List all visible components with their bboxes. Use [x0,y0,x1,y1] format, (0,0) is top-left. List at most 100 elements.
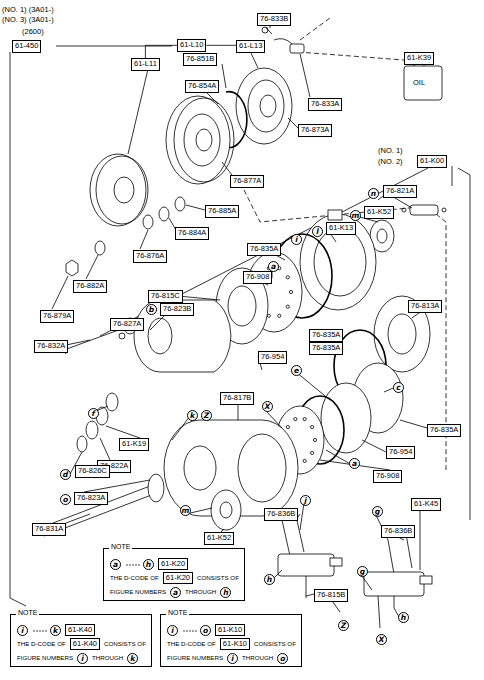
part-number-box: 76-836B [381,525,415,538]
compressor-rear [238,434,286,502]
callout-letter-text: X [379,635,385,644]
callout-letter: i [291,234,302,245]
part-number: 61-K20 [166,573,190,582]
part-number: 76-815C [151,291,180,300]
part-number-box: 61-K13 [326,222,356,235]
callout-letter: Z [201,410,212,421]
part-number: 76-813A [411,301,439,310]
service-valves [278,554,334,576]
callout-letter: b [146,304,157,315]
part-number-box: 61-K52 [364,206,394,219]
part-number: 76-836B [384,526,412,535]
callout-letter: f [88,408,99,419]
compressor-front [410,205,438,215]
dot-leader [138,564,139,565]
thermal-switch [290,44,304,53]
service-valves [364,572,424,596]
part-number-box: 61-K10 [220,638,250,651]
callout-letter-text: i [171,626,174,635]
dot-leader [39,630,40,631]
note-text: THE D-CODE OF [167,640,216,647]
callout-letter-text: b [149,305,154,314]
dot-leader [132,564,133,565]
bracket-line [206,45,236,46]
part-number-box: 61-K40 [65,624,95,637]
part-number-box: 76-821A [383,185,417,198]
part-number: 76-851B [186,54,214,63]
note-text: THROUGH [242,654,273,661]
compressor-front [289,290,292,293]
clutch-parts [143,215,153,229]
note-text: FIGURE NUMBERS [110,588,166,595]
callout-letter-text: X [265,402,271,411]
compressor-rear [303,417,306,420]
part-number: 61-K19 [122,439,146,448]
part-number: 76-854A [188,81,216,90]
callout-letter-text: a [113,560,118,569]
clutch-parts [96,156,148,224]
callout-letter: n [368,188,379,199]
bracket-line [145,45,177,58]
part-number-box: 61-K40 [70,638,100,651]
part-number-box: 76-815B [314,589,348,602]
part-number: 76-835A [250,244,278,253]
callout-letter-text: a [173,588,178,597]
note-text: CONSISTS OF [254,640,296,647]
compressor-rear [303,459,306,462]
compressor-rear [311,451,314,454]
note-text: THROUGH [185,588,216,595]
shaft-seal [77,436,87,452]
part-number: 61-K10 [218,625,242,634]
part-number: 61-K52 [207,533,231,542]
part-number: 76-835A [312,343,340,352]
dot-leader [186,630,187,631]
callout-letter-text: o [203,626,208,635]
compressor-front [148,318,172,354]
service-valves [420,576,432,584]
clutch-parts [66,68,292,276]
part-number: 76-833A [311,99,339,108]
part-number: 76-832A [37,341,65,350]
clutch-parts [114,177,134,203]
callout-letter-text: e [294,366,299,375]
service-valves [278,516,432,628]
note-heading: NOTE [109,543,132,551]
part-number-box: 76-908 [243,271,272,284]
part-number-box: 76-908 [373,470,402,483]
part-number-box: 61-L13 [236,40,265,53]
callout-letter-text: d [63,470,68,479]
part-number-box: 76-836B [264,508,298,521]
part-number-box: 76-851B [183,53,217,66]
part-number: 76-879A [43,311,71,320]
part-number: 76-884A [178,228,206,237]
part-number-box: 76-879A [40,310,74,323]
part-number-box: 61-L11 [131,58,160,71]
part-number-box: 61-K20 [163,572,193,585]
part-number: 76-954 [261,352,284,361]
part-number-box: 76-954 [258,351,287,364]
oil-can [404,66,442,100]
part-number: 61-K40 [68,625,92,634]
dot-leader [33,630,34,631]
callout-letter-text: g [375,507,380,516]
callout-letter: Z [338,620,349,631]
callout-letter-text: i [81,654,84,663]
callout-letter: h [143,559,154,570]
callout-letter-text: m [352,211,360,220]
callout-letter: a [110,559,121,570]
callout-letter: o [60,494,71,505]
part-number: 76-827A [113,319,141,328]
callout-letter: o [200,625,211,636]
oil-can [404,62,442,100]
dot-leader [45,630,46,631]
variant-label: (NO. 3) (3A01-) [2,16,54,25]
callout-letter-text: k [130,654,135,663]
part-number-box: 76-877A [230,175,264,188]
callout-letter-text: a [352,459,357,468]
variant-label: (NO. 2) [378,158,403,167]
note-text: THE D-CODE OF [110,574,159,581]
callout-letter: m [180,505,191,516]
part-number: 61-L13 [239,41,262,50]
leader-line [52,24,310,309]
